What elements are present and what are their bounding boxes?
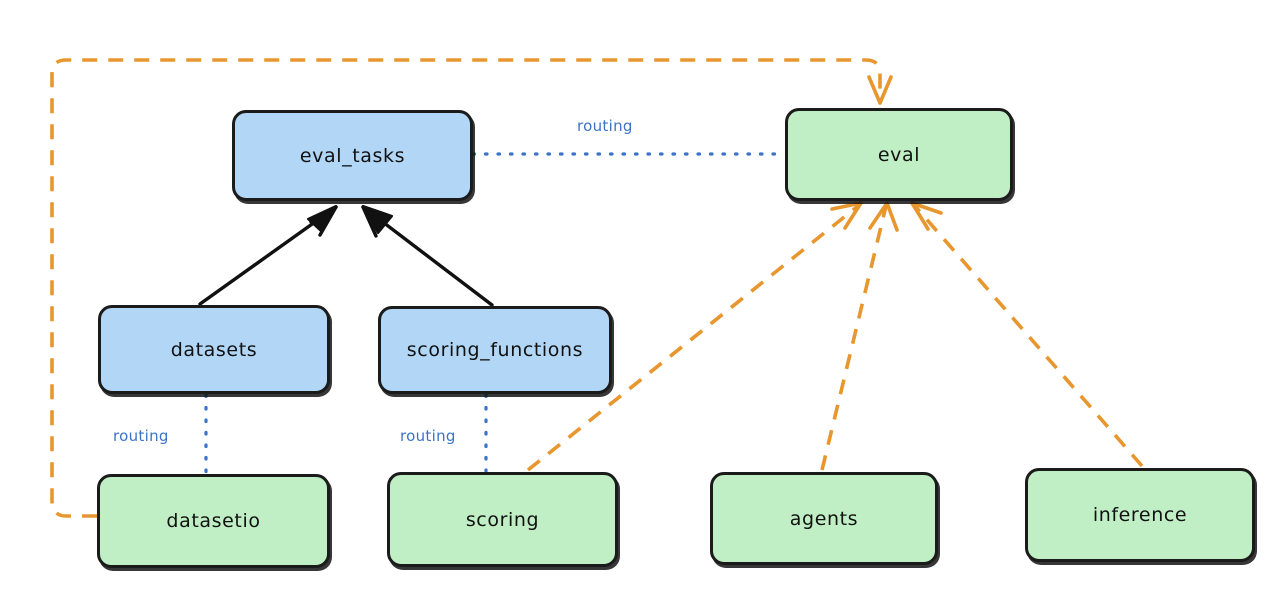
edge-datasets-to-eval-tasks <box>198 204 338 306</box>
node-inference[interactable]: inference <box>1025 468 1255 562</box>
edge-label-routing-scoring-functions: routing <box>400 427 456 445</box>
node-label: eval_tasks <box>299 144 406 167</box>
node-eval-tasks[interactable]: eval_tasks <box>232 110 473 201</box>
node-datasetio[interactable]: datasetio <box>97 474 330 568</box>
node-agents[interactable]: agents <box>710 472 938 565</box>
edge-inference-to-eval <box>910 201 1144 468</box>
node-eval[interactable]: eval <box>785 108 1013 201</box>
node-label: scoring <box>465 508 540 531</box>
node-label: eval <box>877 143 921 166</box>
edge-label-routing-datasets: routing <box>113 427 169 445</box>
node-label: scoring_functions <box>406 339 584 361</box>
node-label: datasetio <box>166 510 261 532</box>
edge-datasetio-to-eval <box>50 58 893 518</box>
edge-scoring-functions-to-eval-tasks <box>361 204 494 307</box>
node-scoring-functions[interactable]: scoring_functions <box>378 306 612 394</box>
node-label: datasets <box>170 338 258 361</box>
node-datasets[interactable]: datasets <box>98 305 330 394</box>
edge-agents-to-eval <box>820 201 899 471</box>
edge-scoring-to-eval <box>526 201 863 472</box>
node-label: inference <box>1092 504 1188 526</box>
node-label: agents <box>789 507 859 530</box>
edge-label-routing-eval-tasks: routing <box>577 117 633 135</box>
node-scoring[interactable]: scoring <box>387 472 618 567</box>
